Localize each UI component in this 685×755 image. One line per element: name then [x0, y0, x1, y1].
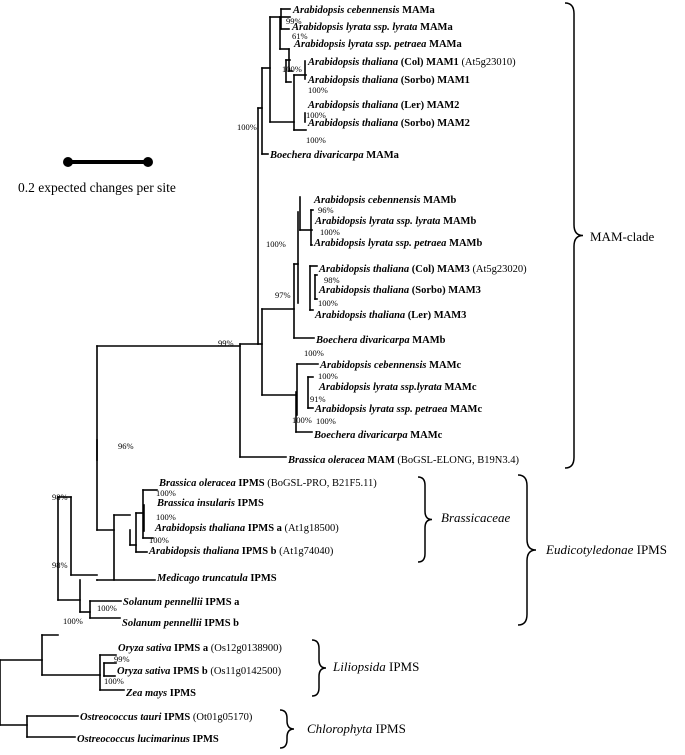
- clade-label: Chlorophyta IPMS: [307, 721, 406, 736]
- clade-bracket: [564, 2, 584, 469]
- taxon-labels: Arabidopsis cebennensis MAMaArabidopsis …: [77, 5, 527, 745]
- bootstrap-label: 96%: [318, 205, 334, 215]
- taxon-label: Arabidopsis thaliana IPMS a (At1g18500): [154, 523, 339, 534]
- bootstrap-label: 100%: [304, 348, 324, 358]
- bootstrap-label: 99%: [286, 16, 302, 26]
- taxon-label: Arabidopsis thaliana (Ler) MAM2: [307, 100, 459, 111]
- bootstrap-label: 100%: [318, 298, 338, 308]
- bootstrap-label: 100%: [156, 512, 176, 522]
- bootstrap-label: 100%: [318, 371, 338, 381]
- bootstrap-label: 100%: [306, 135, 326, 145]
- taxon-label: Solanum pennellii IPMS a: [123, 597, 240, 608]
- scale-bar-label: 0.2 expected changes per site: [18, 180, 176, 195]
- clade-label: Brassicaceae: [441, 510, 511, 525]
- taxon-label: Arabidopsis lyrata ssp. lyrata MAMb: [314, 216, 476, 227]
- taxon-label: Arabidopsis lyrata ssp. petraea MAMa: [293, 39, 462, 50]
- bootstrap-label: 100%: [308, 85, 328, 95]
- taxon-label: Arabidopsis lyrata ssp. petraea MAMc: [314, 404, 482, 415]
- clade-bracket: [417, 476, 433, 563]
- bootstrap-label: 100%: [292, 415, 312, 425]
- taxon-label: Brassica insularis IPMS: [156, 498, 264, 509]
- taxon-label: Arabidopsis thaliana (Sorbo) MAM3: [318, 285, 481, 296]
- clade-label: Liliopsida IPMS: [332, 659, 419, 674]
- clade-bracket: [517, 474, 537, 626]
- taxon-label: Ostreococcus lucimarinus IPMS: [77, 734, 219, 745]
- bootstrap-label: 96%: [118, 441, 134, 451]
- taxon-label: Boechera divaricarpa MAMa: [269, 150, 400, 161]
- bootstrap-label: 98%: [52, 492, 68, 502]
- bootstrap-label: 100%: [97, 603, 117, 613]
- taxon-label: Arabidopsis thaliana IPMS b (At1g74040): [148, 546, 334, 557]
- scale-bar: 0.2 expected changes per site: [18, 157, 176, 195]
- bootstrap-label: 100%: [316, 416, 336, 426]
- taxon-label: Medicago truncatula IPMS: [156, 573, 277, 584]
- bootstrap-label: 98%: [52, 560, 68, 570]
- taxon-label: Brassica oleracea MAM (BoGSL-ELONG, B19N…: [287, 455, 519, 466]
- bootstrap-label: 100%: [237, 122, 257, 132]
- taxon-label: Boechera divaricarpa MAMc: [313, 430, 443, 441]
- taxon-label: Solanum pennellii IPMS b: [122, 618, 239, 629]
- bootstrap-label: 100%: [149, 535, 169, 545]
- taxon-label: Arabidopsis cebennensis MAMc: [319, 360, 462, 371]
- taxon-label: Arabidopsis thaliana (Col) MAM3 (At5g230…: [318, 264, 527, 275]
- bootstrap-label: 97%: [275, 290, 291, 300]
- taxon-label: Zea mays IPMS: [125, 688, 196, 699]
- taxon-label: Arabidopsis cebennensis MAMa: [292, 5, 436, 16]
- clade-bracket: [279, 709, 295, 749]
- clade-label: Eudicotyledonae IPMS: [545, 542, 667, 557]
- clade-label: MAM-clade: [590, 229, 654, 244]
- taxon-label: Ostreococcus tauri IPMS (Ot01g05170): [80, 712, 253, 723]
- bootstrap-label: 61%: [292, 31, 308, 41]
- bootstrap-label: 100%: [306, 110, 326, 120]
- taxon-label: Arabidopsis thaliana (Ler) MAM3: [314, 310, 466, 321]
- taxon-label: Arabidopsis thaliana (Sorbo) MAM2: [307, 118, 470, 129]
- clade-bracket: [311, 639, 327, 697]
- bootstrap-label: 98%: [324, 275, 340, 285]
- taxon-label: Arabidopsis thaliana (Col) MAM1 (At5g230…: [307, 57, 516, 68]
- bootstrap-label: 100%: [156, 488, 176, 498]
- bootstrap-label: 100%: [63, 616, 83, 626]
- taxon-label: Arabidopsis lyrata ssp. petraea MAMb: [313, 238, 482, 249]
- bootstrap-label: 99%: [114, 654, 130, 664]
- clade-brackets: [279, 2, 584, 749]
- bootstrap-label: 99%: [218, 338, 234, 348]
- bootstrap-label: 100%: [320, 227, 340, 237]
- bootstrap-values: 99% 61% 100% 100% 100% 100% 100% 96% 100% 98% 100%…: [52, 16, 340, 686]
- taxon-label: Boechera divaricarpa MAMb: [315, 335, 446, 346]
- taxon-label: Arabidopsis lyrata ssp. lyrata MAMa: [291, 22, 453, 33]
- taxon-label: Brassica oleracea IPMS (BoGSL-PRO, B21F5…: [158, 478, 377, 489]
- taxon-label: Arabidopsis cebennensis MAMb: [313, 195, 457, 206]
- taxon-label: Oryza sativa IPMS a (Os12g0138900): [118, 643, 282, 654]
- bootstrap-label: 100%: [282, 64, 302, 74]
- taxon-label: Arabidopsis thaliana (Sorbo) MAM1: [307, 75, 470, 86]
- taxon-label: Oryza sativa IPMS b (Os11g0142500): [117, 666, 282, 677]
- bootstrap-label: 100%: [266, 239, 286, 249]
- tree-branches: [0, 8, 319, 738]
- bootstrap-label: 91%: [310, 394, 326, 404]
- bootstrap-label: 100%: [104, 676, 124, 686]
- taxon-label: Arabidopsis lyrata ssp.lyrata MAMc: [318, 382, 477, 393]
